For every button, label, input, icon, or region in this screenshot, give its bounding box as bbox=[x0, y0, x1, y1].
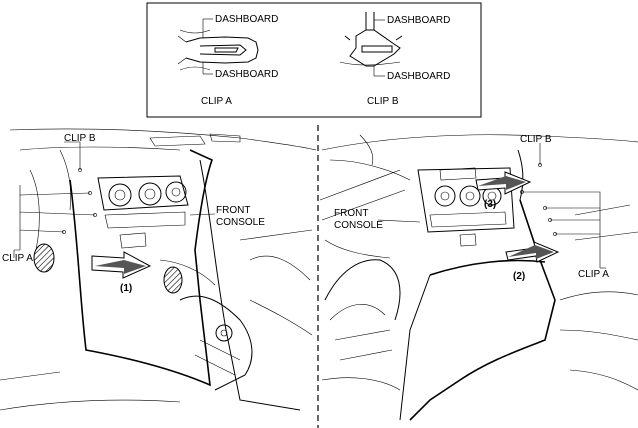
left-clip-b-label: CLIP B bbox=[64, 133, 96, 144]
right-vent-knob-1 bbox=[434, 185, 456, 207]
left-clip-hatched-2 bbox=[163, 266, 183, 294]
left-front-label: FRONT bbox=[216, 205, 250, 216]
clip-b-caption: CLIP B bbox=[367, 96, 399, 107]
clip-b-bottom-label: DASHBOARD bbox=[387, 71, 450, 82]
left-shift-knob bbox=[215, 324, 233, 342]
right-clip-a-label: CLIP A bbox=[578, 269, 609, 280]
right-vent-knob-2 bbox=[459, 185, 481, 207]
left-view-illustration bbox=[0, 128, 317, 411]
right-step-3-label: (3) bbox=[484, 199, 496, 210]
inset-frame bbox=[146, 2, 482, 118]
left-vent-knob-1 bbox=[108, 183, 132, 207]
left-vent-knob-2 bbox=[138, 182, 162, 206]
clip-b-drawing bbox=[339, 12, 403, 77]
right-clip-b-label: CLIP B bbox=[520, 134, 552, 145]
left-step-1-label: (1) bbox=[120, 283, 132, 294]
left-console-label: CONSOLE bbox=[216, 217, 265, 228]
left-clip-a-label: CLIP A bbox=[2, 253, 33, 264]
right-view-illustration bbox=[319, 134, 638, 421]
right-front-label: FRONT bbox=[334, 208, 368, 219]
left-clip-a-hatched bbox=[33, 243, 55, 273]
clip-b-top-label: DASHBOARD bbox=[387, 15, 450, 26]
right-console-label: CONSOLE bbox=[334, 220, 383, 231]
clip-a-drawing bbox=[177, 18, 259, 75]
right-step-2-label: (2) bbox=[513, 271, 525, 282]
clip-a-caption: CLIP A bbox=[201, 96, 232, 107]
clip-a-top-label: DASHBOARD bbox=[215, 14, 278, 25]
clip-a-bottom-label: DASHBOARD bbox=[215, 69, 278, 80]
left-vent-knob-3 bbox=[165, 181, 187, 203]
